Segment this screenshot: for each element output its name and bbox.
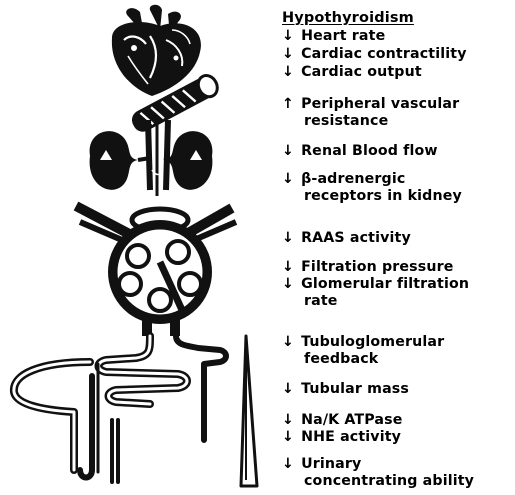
anatomy-illustrations <box>0 0 270 495</box>
effect-heart-rate: ↓ Heart rate <box>282 28 385 44</box>
down-arrow-icon: ↓ <box>282 412 296 428</box>
effect-label: Tubuloglomerular <box>301 334 444 350</box>
nephron-tubule-illustration <box>14 336 226 482</box>
effect-cardiac-output: ↓ Cardiac output <box>282 64 422 80</box>
down-arrow-icon: ↓ <box>282 64 296 80</box>
effect-label-continuation: receptors in kidney <box>282 188 462 204</box>
effect-beta-adrenergic-receptors: ↓ β-adrenergic <box>282 171 405 187</box>
up-arrow-icon: ↑ <box>282 96 296 112</box>
effect-filtration-pressure: ↓ Filtration pressure <box>282 259 454 275</box>
down-arrow-icon: ↓ <box>282 46 296 62</box>
effect-label: β-adrenergic <box>301 171 405 187</box>
effect-peripheral-vascular-resistance: ↑ Peripheral vascular <box>282 96 459 112</box>
down-arrow-icon: ↓ <box>282 171 296 187</box>
down-arrow-icon: ↓ <box>282 456 296 472</box>
down-arrow-icon: ↓ <box>282 381 296 397</box>
heart-illustration <box>112 5 201 96</box>
effect-label: Cardiac contractility <box>301 46 467 62</box>
effect-label-continuation: resistance <box>282 113 388 129</box>
effect-label-continuation: concentrating ability <box>282 473 474 489</box>
down-arrow-icon: ↓ <box>282 276 296 292</box>
effect-label: Na/K ATPase <box>301 412 402 428</box>
down-arrow-icon: ↓ <box>282 230 296 246</box>
down-arrow-icon: ↓ <box>282 429 296 445</box>
effect-na-k-atpase: ↓ Na/K ATPase <box>282 412 403 428</box>
effect-tubular-mass: ↓ Tubular mass <box>282 381 409 397</box>
effect-label: Tubular mass <box>301 381 409 397</box>
effect-tubuloglomerular-feedback: ↓ Tubuloglomerular <box>282 334 444 350</box>
effect-label: Glomerular filtration <box>301 276 469 292</box>
effect-urinary-concentrating-ability: ↓ Urinary <box>282 456 361 472</box>
diagram-title: Hypothyroidism <box>282 10 414 26</box>
effect-glomerular-filtration-rate: ↓ Glomerular filtration <box>282 276 469 292</box>
down-arrow-icon: ↓ <box>282 259 296 275</box>
effect-label: NHE activity <box>301 429 401 445</box>
effect-label: Urinary <box>301 456 361 472</box>
effect-label-continuation: feedback <box>282 351 378 367</box>
effect-cardiac-contractility: ↓ Cardiac contractility <box>282 46 467 62</box>
down-arrow-icon: ↓ <box>282 143 296 159</box>
glomerulus-illustration <box>76 206 236 336</box>
kidneys-illustration <box>90 118 213 196</box>
effect-nhe-activity: ↓ NHE activity <box>282 429 401 445</box>
effect-raas-activity: ↓ RAAS activity <box>282 230 411 246</box>
effect-label: Cardiac output <box>301 64 422 80</box>
effect-label: Peripheral vascular <box>301 96 459 112</box>
effect-label: Heart rate <box>301 28 385 44</box>
effect-renal-blood-flow: ↓ Renal Blood flow <box>282 143 438 159</box>
effect-label: Filtration pressure <box>301 259 453 275</box>
down-arrow-icon: ↓ <box>282 28 296 44</box>
tubular-mass-wedge <box>241 336 257 486</box>
effect-label: RAAS activity <box>301 230 411 246</box>
effect-label: Renal Blood flow <box>301 143 438 159</box>
down-arrow-icon: ↓ <box>282 334 296 350</box>
effect-label-continuation: rate <box>282 293 338 309</box>
